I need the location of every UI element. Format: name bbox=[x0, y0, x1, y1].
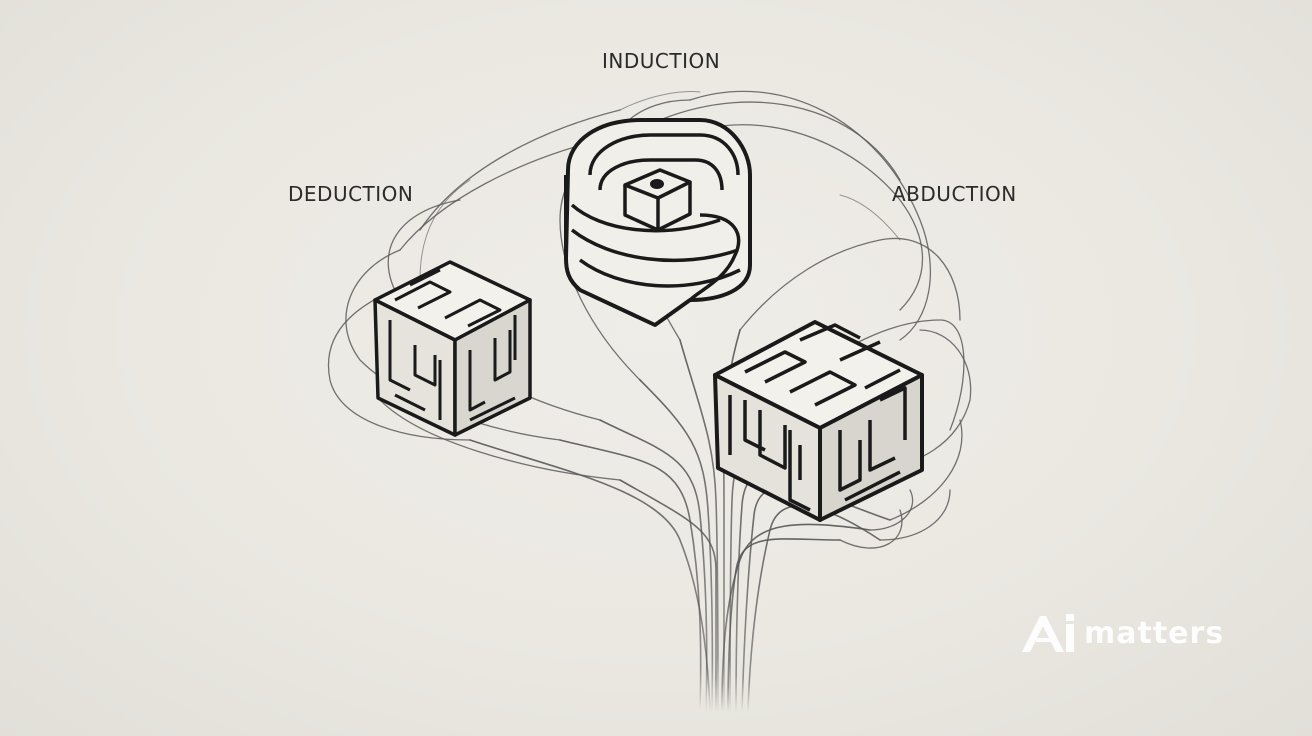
induction-spiral-cube-icon bbox=[564, 118, 752, 327]
induction-label: INDUCTION bbox=[602, 49, 721, 73]
abduction-label: ABDUCTION bbox=[892, 182, 1017, 206]
ai-logo-mark-icon bbox=[1022, 614, 1074, 652]
deduction-label: DEDUCTION bbox=[288, 182, 414, 206]
abduction-maze-cube-icon bbox=[713, 320, 924, 522]
deduction-maze-cube-icon bbox=[373, 260, 532, 437]
ai-matters-logo: matters bbox=[1018, 610, 1224, 656]
watermark-text: matters bbox=[1084, 615, 1225, 651]
